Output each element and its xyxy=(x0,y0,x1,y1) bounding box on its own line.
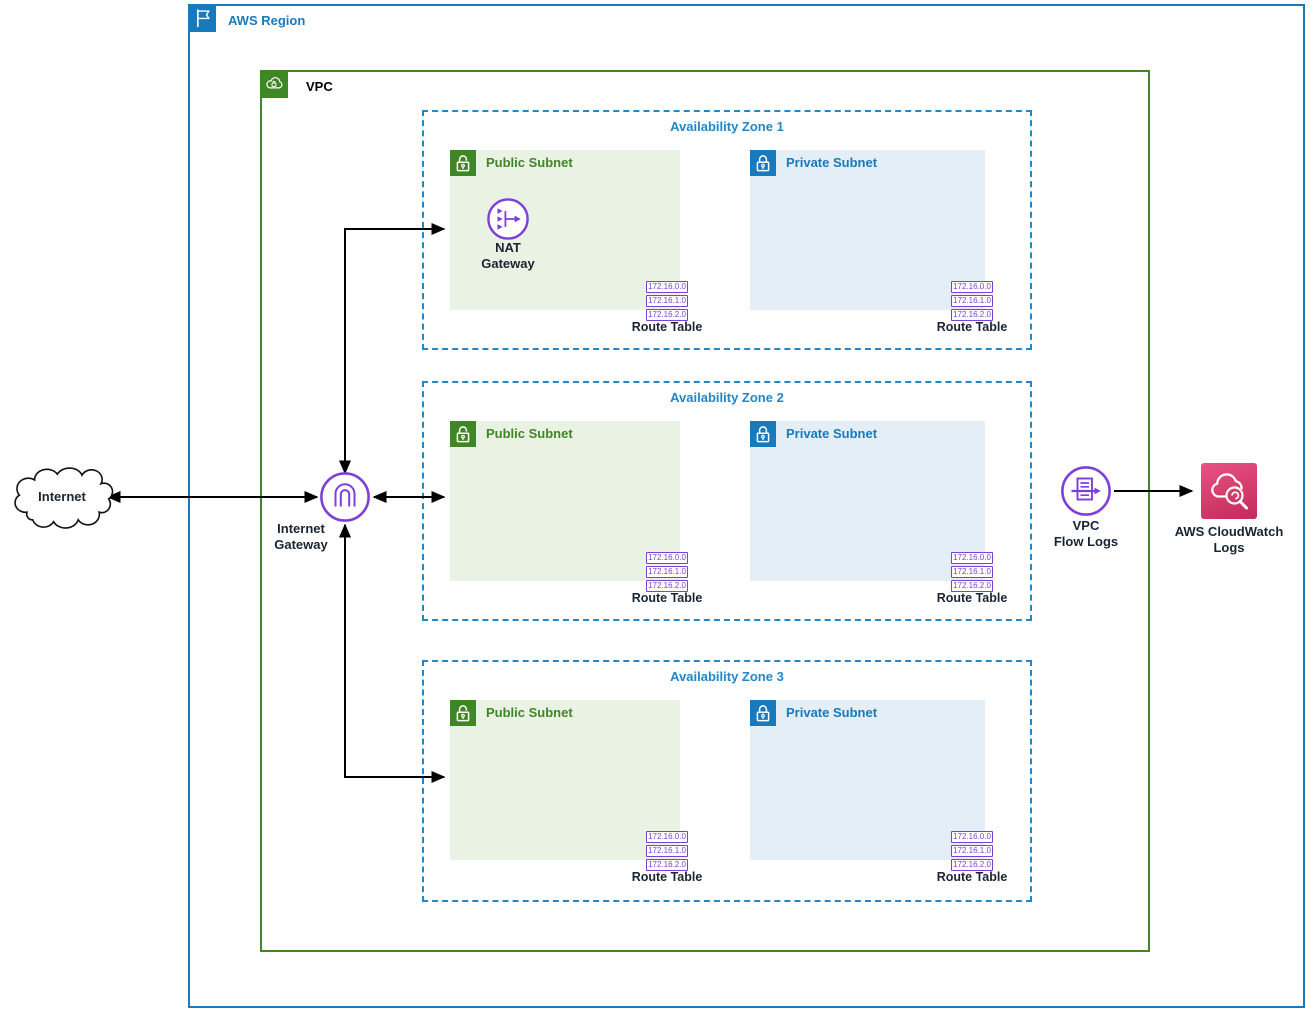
aws-region-box: AWS Region xyxy=(188,4,1305,1008)
internet-gateway-label: Internet Gateway xyxy=(251,521,351,553)
route-table-private-az1: 172.16.0.0 172.16.1.0 172.16.2.0 xyxy=(951,281,993,323)
route-entry: 172.16.1.0 xyxy=(646,566,688,578)
open-lock-icon xyxy=(450,150,476,176)
vpc-flow-logs-label: VPC Flow Logs xyxy=(1036,518,1136,550)
route-table-private-az3: 172.16.0.0 172.16.1.0 172.16.2.0 xyxy=(951,831,993,873)
internet-gateway-label-line2: Gateway xyxy=(274,537,328,552)
closed-lock-icon xyxy=(750,421,776,447)
route-entry: 172.16.0.0 xyxy=(951,552,993,564)
public-subnet-label: Public Subnet xyxy=(486,155,573,170)
route-entry: 172.16.2.0 xyxy=(951,580,993,592)
cloudwatch-logs-label: AWS CloudWatch Logs xyxy=(1159,524,1299,556)
closed-lock-icon xyxy=(750,700,776,726)
internet-cloud-icon xyxy=(8,461,120,533)
route-entry: 172.16.1.0 xyxy=(951,295,993,307)
availability-zone-2-label: Availability Zone 2 xyxy=(670,390,784,405)
vpc-cloud-icon xyxy=(260,70,288,98)
route-entry: 172.16.1.0 xyxy=(646,845,688,857)
route-entry: 172.16.0.0 xyxy=(646,552,688,564)
route-table-public-az3: 172.16.0.0 172.16.1.0 172.16.2.0 xyxy=(646,831,688,873)
route-entry: 172.16.0.0 xyxy=(951,831,993,843)
vpc-flow-logs-label-line2: Flow Logs xyxy=(1053,534,1119,549)
public-subnet-az1: Public Subnet xyxy=(450,150,680,310)
vpc-flow-logs-label-line1: VPC xyxy=(1072,518,1100,533)
closed-lock-icon xyxy=(750,150,776,176)
route-table-label: Route Table xyxy=(631,870,703,884)
route-table-label: Route Table xyxy=(936,320,1008,334)
cloudwatch-logs-label-line2: Logs xyxy=(1213,540,1245,555)
aws-region-flag-icon xyxy=(188,4,216,32)
route-entry: 172.16.2.0 xyxy=(646,309,688,321)
public-subnet-az3: Public Subnet xyxy=(450,700,680,860)
public-subnet-label: Public Subnet xyxy=(486,705,573,720)
nat-gateway-icon xyxy=(486,197,530,241)
route-table-public-az1: 172.16.0.0 172.16.1.0 172.16.2.0 xyxy=(646,281,688,323)
private-subnet-az2: Private Subnet xyxy=(750,421,985,581)
internet-gateway-label-line1: Internet xyxy=(277,521,325,536)
aws-region-label: AWS Region xyxy=(228,13,306,28)
cloudwatch-logs-label-line1: AWS CloudWatch xyxy=(1174,524,1284,539)
public-subnet-az2: Public Subnet xyxy=(450,421,680,581)
vpc-flow-logs-icon xyxy=(1060,465,1112,517)
private-subnet-label: Private Subnet xyxy=(786,155,878,170)
route-table-public-az2: 172.16.0.0 172.16.1.0 172.16.2.0 xyxy=(646,552,688,594)
route-entry: 172.16.2.0 xyxy=(951,309,993,321)
private-subnet-label: Private Subnet xyxy=(786,705,878,720)
route-entry: 172.16.1.0 xyxy=(951,845,993,857)
public-subnet-label: Public Subnet xyxy=(486,426,573,441)
internet-gateway-icon xyxy=(319,471,371,523)
private-subnet-az3: Private Subnet xyxy=(750,700,985,860)
route-entry: 172.16.2.0 xyxy=(646,580,688,592)
route-entry: 172.16.0.0 xyxy=(951,281,993,293)
route-table-label: Route Table xyxy=(631,591,703,605)
cloudwatch-logs-icon xyxy=(1201,463,1257,519)
route-entry: 172.16.0.0 xyxy=(646,831,688,843)
route-table-label: Route Table xyxy=(936,591,1008,605)
private-subnet-label: Private Subnet xyxy=(786,426,878,441)
nat-gateway-label-line2: Gateway xyxy=(481,256,535,271)
internet-label: Internet xyxy=(38,489,86,504)
open-lock-icon xyxy=(450,700,476,726)
availability-zone-1-label: Availability Zone 1 xyxy=(670,119,784,134)
vpc-box: VPC xyxy=(260,70,1150,952)
route-entry: 172.16.1.0 xyxy=(646,295,688,307)
route-entry: 172.16.1.0 xyxy=(951,566,993,578)
private-subnet-az1: Private Subnet xyxy=(750,150,985,310)
route-entry: 172.16.2.0 xyxy=(951,859,993,871)
nat-gateway-label: NAT Gateway xyxy=(458,240,558,272)
nat-gateway-label-line1: NAT xyxy=(495,240,521,255)
route-table-label: Route Table xyxy=(631,320,703,334)
route-table-private-az2: 172.16.0.0 172.16.1.0 172.16.2.0 xyxy=(951,552,993,594)
route-entry: 172.16.2.0 xyxy=(646,859,688,871)
vpc-label: VPC xyxy=(306,79,333,94)
route-table-label: Route Table xyxy=(936,870,1008,884)
open-lock-icon xyxy=(450,421,476,447)
availability-zone-3-label: Availability Zone 3 xyxy=(670,669,784,684)
route-entry: 172.16.0.0 xyxy=(646,281,688,293)
